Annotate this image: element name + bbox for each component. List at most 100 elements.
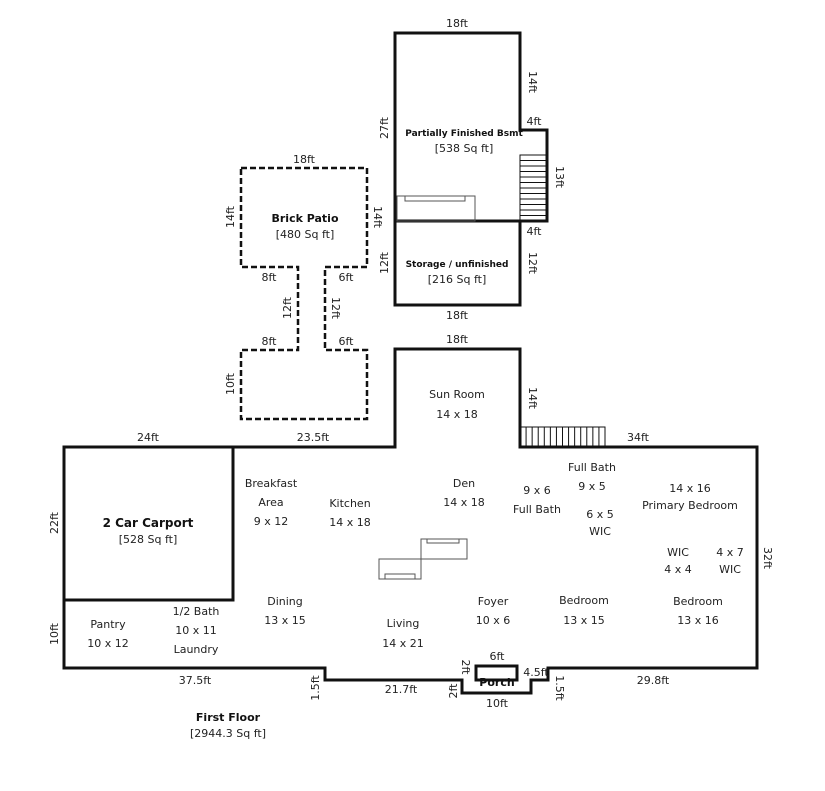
dim: 29.8ft	[637, 674, 670, 687]
dim: 32ft	[761, 547, 774, 570]
room-label-line: Full Bath	[513, 503, 561, 516]
room-label-line: Bedroom	[559, 594, 609, 607]
dim: 12ft	[526, 252, 539, 275]
room-label: Foyer 10 x 6	[476, 595, 511, 627]
room-label: Den 14 x 18	[443, 477, 485, 509]
patio-area: [480 Sq ft]	[276, 228, 335, 241]
room-label-line: 10 x 6	[476, 614, 511, 627]
room-label-line: Full Bath	[568, 461, 616, 474]
dim: 13ft	[553, 166, 566, 189]
dim: 22ft	[48, 511, 61, 534]
room-label-line: 14 x 21	[382, 637, 424, 650]
first-floor-walls	[62, 347, 759, 695]
room-label-line: 6 x 5	[586, 508, 614, 521]
room-label-line: 4 x 4	[664, 563, 692, 576]
dim: 18ft	[446, 333, 469, 346]
dim: 23.5ft	[297, 431, 330, 444]
room-label-line: Sun Room	[429, 388, 485, 401]
dim: 18ft	[293, 153, 316, 166]
dim: 2ft	[459, 660, 472, 676]
storage-title: Storage / unfinished	[406, 260, 509, 270]
dim: 18ft	[446, 309, 469, 322]
room-label: Kitchen 14 x 18	[329, 497, 371, 529]
dim: 10ft	[486, 697, 509, 710]
room-label-line: Den	[453, 477, 475, 490]
room-label-line: 9 x 12	[254, 515, 289, 528]
dim: 8ft	[262, 335, 278, 348]
room-label-line: Bedroom	[673, 595, 723, 608]
room-label-line: Foyer	[478, 595, 509, 608]
sunroom-stairs	[519, 426, 606, 448]
room-label: 4 x 7 WIC	[716, 546, 744, 576]
room-label-line: 10 x 11	[175, 624, 217, 637]
dim: 21.7ft	[385, 683, 418, 696]
storage-area: [216 Sq ft]	[428, 273, 487, 286]
room-label: Living 14 x 21	[382, 617, 424, 650]
room-label-line: 1/2 Bath	[173, 605, 220, 618]
dim: 6ft	[339, 335, 355, 348]
dim: 6ft	[339, 271, 355, 284]
dim: 1.5ft	[553, 675, 566, 701]
dim: 8ft	[262, 271, 278, 284]
room-label-line: WIC	[667, 546, 689, 559]
room-label-line: 13 x 16	[677, 614, 719, 627]
room-label-line: Kitchen	[329, 497, 370, 510]
room-label-line: Living	[387, 617, 420, 630]
fireplace-icon	[420, 538, 468, 560]
dim: 10ft	[224, 372, 237, 395]
room-label-line: Pantry	[90, 618, 126, 631]
room-label: WIC 4 x 4	[664, 546, 692, 576]
room-label-line: WIC	[589, 525, 611, 538]
room-label-line: 14 x 18	[329, 516, 371, 529]
room-label-line: 9 x 5	[578, 480, 606, 493]
room-label: Bedroom 13 x 16	[673, 595, 723, 627]
basement: Partially Finished Bsmt [538 Sq ft] 18ft…	[378, 17, 566, 322]
patio-outline	[239, 166, 369, 421]
fireplace-hearth	[384, 573, 416, 580]
room-label: Full Bath 9 x 5	[568, 461, 616, 493]
brick-patio: Brick Patio [480 Sq ft] 18ft 14ft 14ft 8…	[224, 153, 384, 421]
dim: 27ft	[378, 116, 391, 139]
dim: 10ft	[48, 622, 61, 645]
porch-label: Porch	[479, 676, 514, 689]
dim: 12ft	[329, 297, 342, 320]
room-label-line: 14 x 18	[443, 496, 485, 509]
dim: 14ft	[371, 206, 384, 229]
dim: 14ft	[526, 71, 539, 94]
dim: 18ft	[446, 17, 469, 30]
first-floor-area: [2944.3 Sq ft]	[190, 727, 266, 740]
fireplace-hearth	[426, 538, 460, 544]
dim: 2ft	[447, 683, 460, 699]
room-label-line: WIC	[719, 563, 741, 576]
first-floor-title: First Floor	[196, 711, 261, 724]
carport-walls	[64, 447, 235, 602]
dim: 12ft	[378, 251, 391, 274]
room-label-line: 13 x 15	[563, 614, 605, 627]
porch-box	[474, 664, 519, 682]
room-label-line: 4 x 7	[716, 546, 744, 559]
dim: 14ft	[526, 387, 539, 410]
room-label-line: Primary Bedroom	[642, 499, 738, 512]
basement-stairs	[519, 154, 548, 222]
carport-area: [528 Sq ft]	[119, 533, 178, 546]
dim: 4ft	[527, 225, 543, 238]
dim: 1.5ft	[309, 675, 322, 701]
room-label-line: 14 x 18	[436, 408, 478, 421]
basement-fixture-inner	[404, 195, 466, 202]
basement-walls	[393, 31, 549, 223]
dim: 37.5ft	[179, 674, 212, 687]
dim: 12ft	[281, 296, 294, 319]
dim: 6ft	[490, 650, 506, 663]
basement-title: Partially Finished Bsmt	[405, 129, 523, 139]
room-label: Sun Room 14 x 18	[429, 388, 485, 421]
room-label-line: Breakfast	[245, 477, 298, 490]
dim: 24ft	[137, 431, 160, 444]
